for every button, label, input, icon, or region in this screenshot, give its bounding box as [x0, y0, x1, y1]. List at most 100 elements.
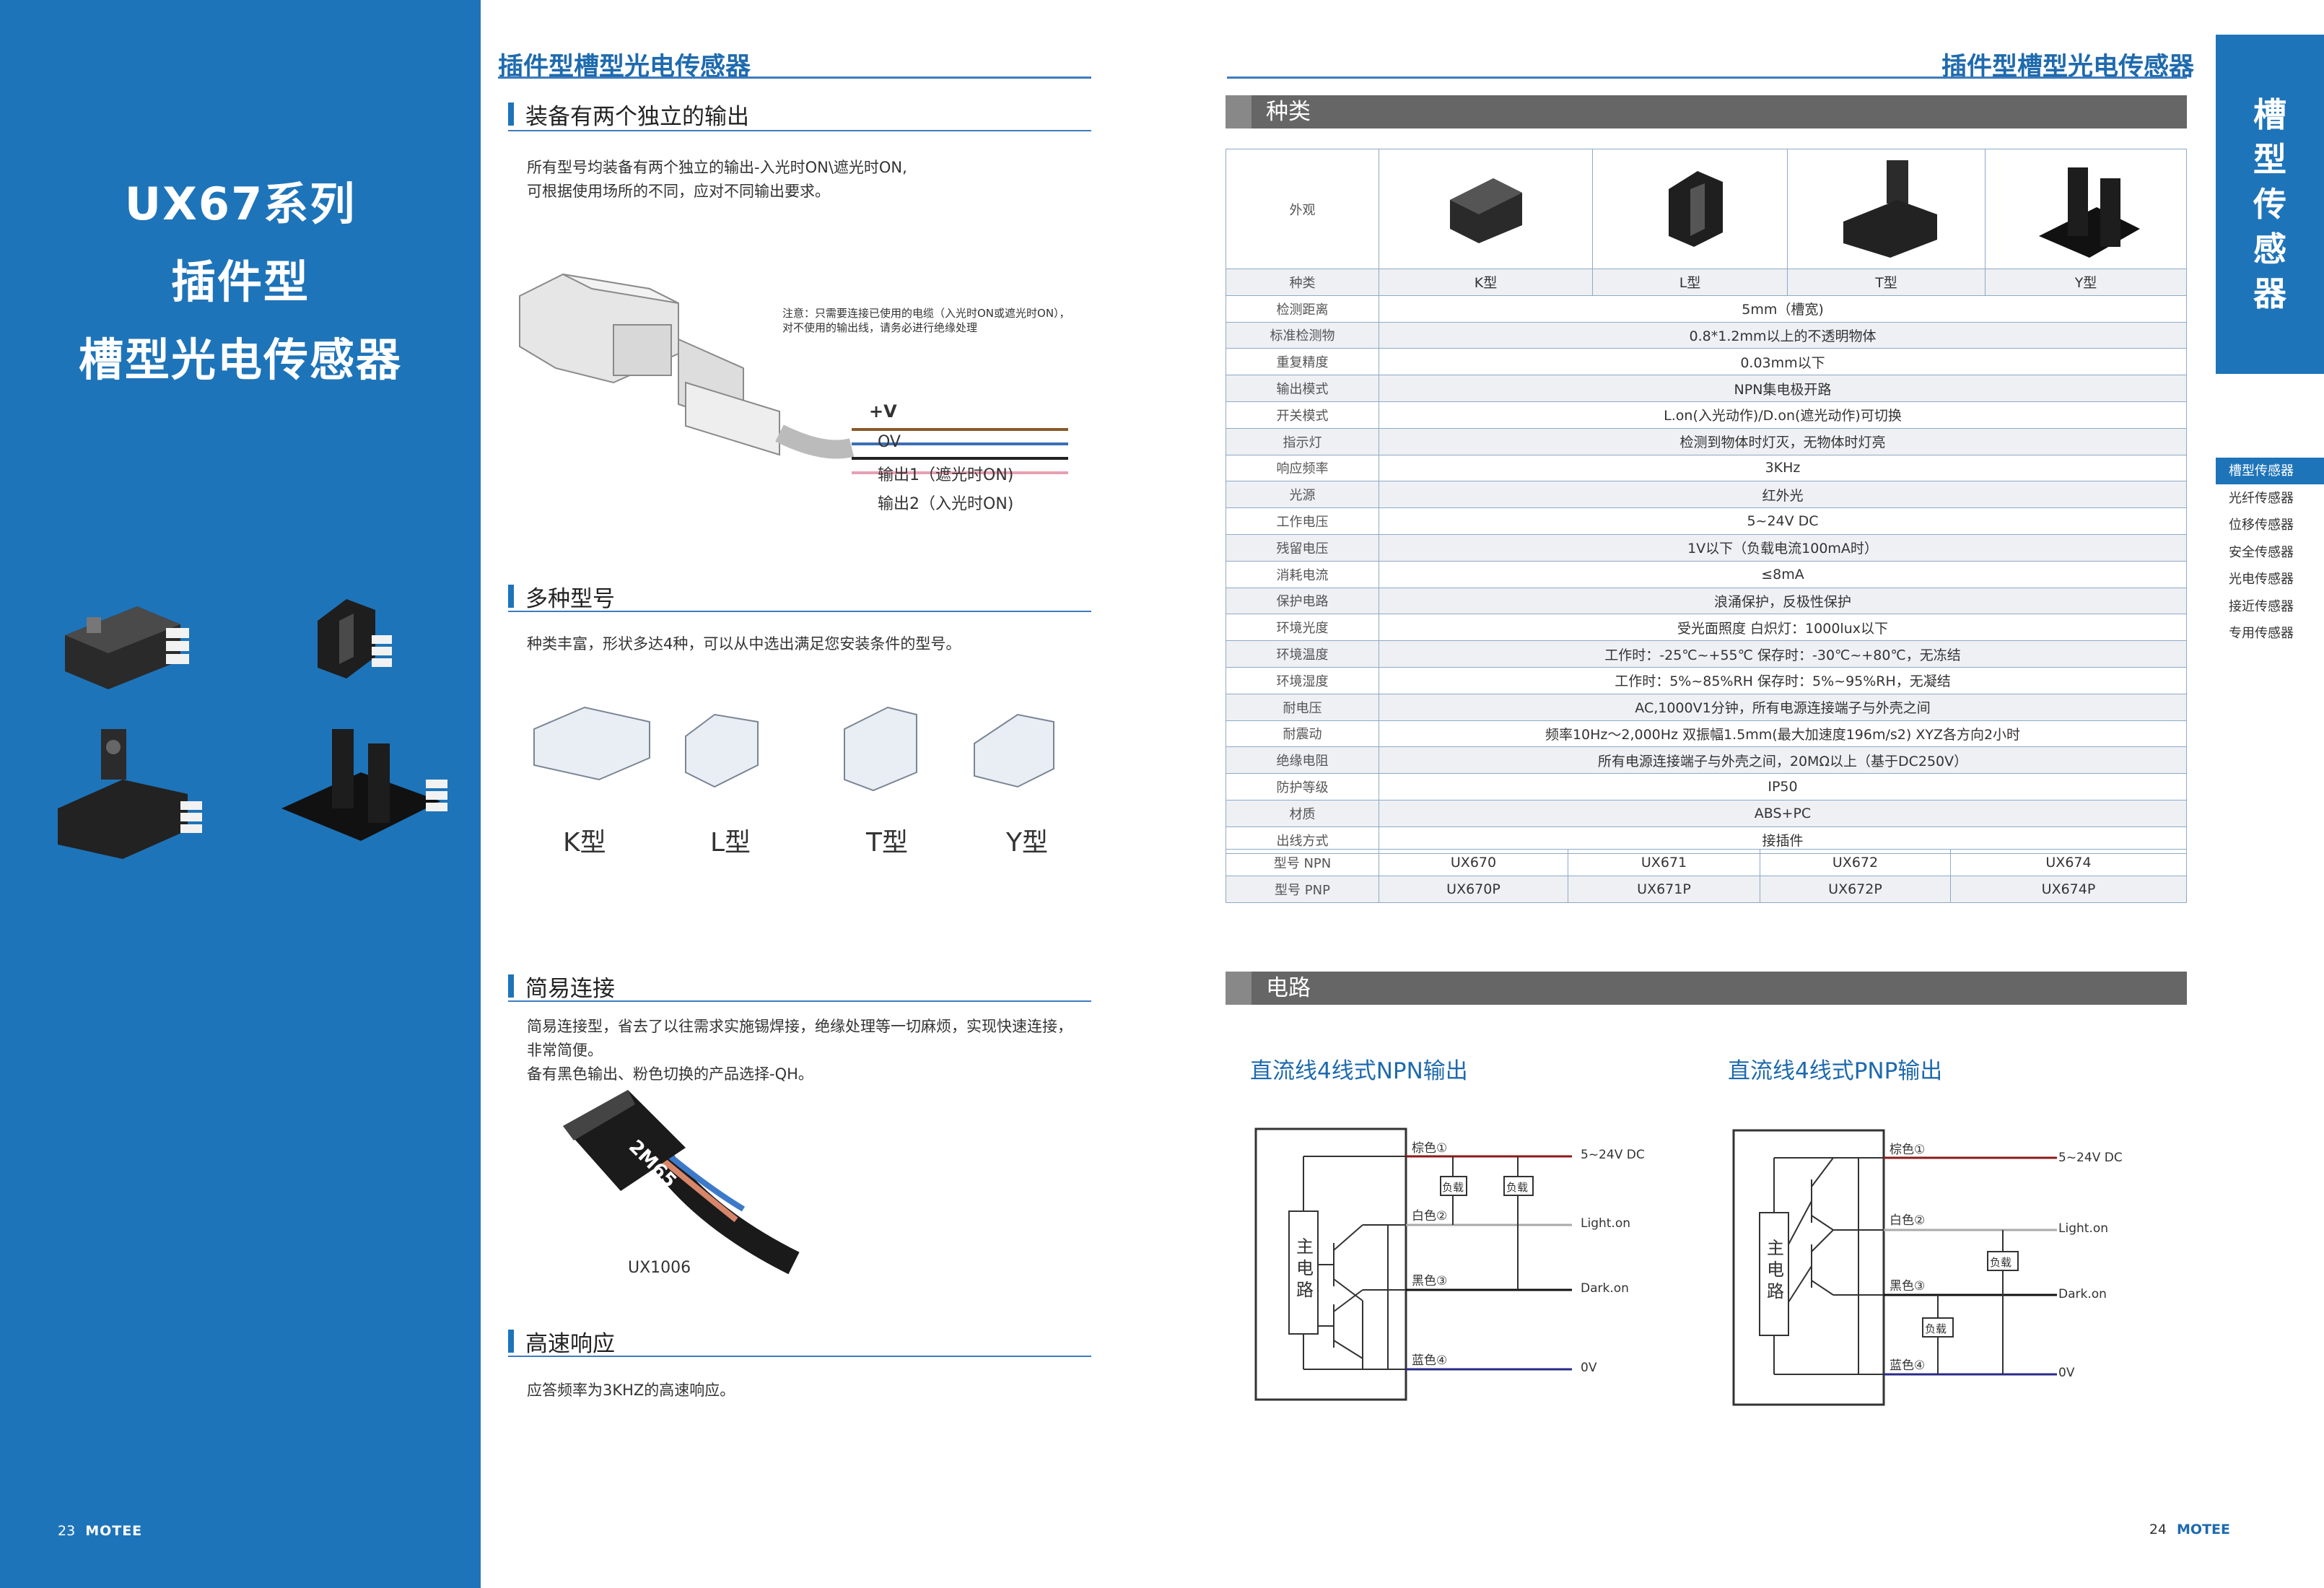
spec-row: 保护电路浪涌保护，反极性保护 [1226, 587, 2187, 615]
photo-t [1787, 149, 1986, 269]
spec-row: 绝缘电阻所有电源连接端子与外壳之间，20MΩ以上（基于DC250V） [1226, 746, 2187, 775]
diagram-note: 注意：只需要连接已使用的电缆（入光时ON或遮光时ON）， 对不使用的输出线，请务… [782, 306, 1070, 335]
brand-name: MOTEE [85, 1523, 143, 1539]
spec-value: 0.8*1.2mm以上的不透明物体 [1379, 321, 2187, 349]
npn-term-light: Light.on [1581, 1216, 1631, 1231]
page-number: 23 [58, 1523, 76, 1539]
spec-label: 残留电压 [1226, 533, 1379, 562]
spec-label: 消耗电流 [1226, 560, 1379, 588]
pnp-pin-white: 白色② [1890, 1213, 1926, 1228]
type-label-y: Y型 [1006, 828, 1048, 858]
page-number: 24 [2149, 1522, 2167, 1537]
tab-char: 型 [2253, 140, 2286, 179]
pnp-term-supply: 5~24V DC [2058, 1151, 2123, 1165]
circuit-section-bar: 电路 [1226, 972, 2187, 1005]
type-label-t: T型 [866, 828, 908, 858]
wire-label-0v: OV [878, 433, 901, 451]
spec-label: 保护电路 [1226, 587, 1379, 615]
pnp-circuit: 主电路 棕色① 白色② 黑色③ 蓝色④ 负载 负载 5~24V DC Light… [1732, 1129, 2136, 1408]
section-text-easy-connect: 简易连接型，省去了以往需求实施锡焊接，绝缘处理等一切麻烦，实现快速连接， 非常简… [527, 1015, 1073, 1086]
photo-k [1379, 149, 1593, 269]
spec-label: 光源 [1226, 481, 1379, 509]
spec-value: 频率10Hz～2,000Hz 双振幅1.5mm(最大加速度196m/s2) XY… [1379, 720, 2187, 748]
pnp-term-0v: 0V [2058, 1366, 2075, 1380]
spec-label: 环境湿度 [1226, 666, 1379, 694]
spec-value: 受光面照度 白炽灯：1000lux以下 [1379, 614, 2187, 642]
section-rule [508, 130, 1091, 131]
photo-y [1985, 149, 2187, 269]
category-tab: 槽 型 传 感 器 [2216, 35, 2324, 374]
connector-photo: 2M65 [563, 1090, 800, 1275]
section-rule [508, 611, 1091, 612]
wiring-diagram [519, 273, 1068, 474]
npn-pin-brown: 棕色① [1412, 1141, 1448, 1156]
model-cell: UX672P [1760, 875, 1951, 903]
spec-value: 5mm（槽宽) [1379, 295, 2187, 323]
spec-row: 耐震动频率10Hz～2,000Hz 双振幅1.5mm(最大加速度196m/s2)… [1226, 720, 2187, 748]
type-cell: Y型 [1985, 269, 2187, 296]
text-line: 所有型号均装备有两个独立的输出-入光时ON\遮光时ON, [527, 159, 907, 176]
spec-value: ≤8mA [1379, 560, 2187, 588]
spec-value: AC,1000V1分钟，所有电源连接端子与外壳之间 [1379, 693, 2187, 721]
side-nav-fiber-sensor[interactable]: 光纤传感器 [2229, 491, 2294, 506]
spec-label: 检测距离 [1226, 295, 1379, 323]
section-title-response: 高速响应 [508, 1325, 615, 1358]
spec-value: 3KHz [1379, 454, 2187, 482]
text-line: 简易连接型，省去了以往需求实施锡焊接，绝缘处理等一切麻烦，实现快速连接， [527, 1018, 1073, 1035]
product-y-photo [281, 729, 447, 841]
npn-term-dark: Dark.on [1581, 1281, 1629, 1296]
side-nav-photo-sensor[interactable]: 光电传感器 [2229, 572, 2294, 587]
spec-value: ABS+PC [1379, 799, 2187, 827]
spec-value: 5~24V DC [1379, 507, 2187, 535]
side-nav-displacement-sensor[interactable]: 位移传感器 [2229, 518, 2294, 533]
model-cell: UX670 [1379, 849, 1568, 876]
model-cell: UX672 [1760, 849, 1951, 876]
model-table: 型号 NPN UX670 UX671 UX672 UX674 型号 PNP UX… [1226, 849, 2187, 903]
connector-label: UX1006 [628, 1259, 691, 1277]
side-nav-proximity-sensor[interactable]: 接近传感器 [2229, 599, 2294, 614]
spec-row: 环境湿度工作时：5%~85%RH 保存时：5%~95%RH，无凝结 [1226, 666, 2187, 694]
npn-main-circuit-label: 主电路 [1296, 1236, 1314, 1300]
spec-row: 消耗电流≤8mA [1226, 560, 2187, 588]
spec-label: 响应频率 [1226, 454, 1379, 482]
spec-value: 工作时：-25℃~+55℃ 保存时：-30℃~+80℃，无冻结 [1379, 640, 2187, 668]
side-nav-safety-sensor[interactable]: 安全传感器 [2229, 545, 2294, 560]
spec-label: 外观 [1226, 149, 1379, 269]
pnp-load-2: 负载 [1925, 1322, 1947, 1335]
npn-pin-blue: 蓝色④ [1412, 1353, 1448, 1368]
spec-label: 种类 [1226, 269, 1379, 296]
npn-circuit-title: 直流线4线式NPN输出 [1250, 1058, 1468, 1084]
spec-label: 绝缘电阻 [1226, 746, 1379, 775]
type-label-l: L型 [710, 828, 751, 858]
side-nav-special-sensor[interactable]: 专用传感器 [2229, 626, 2294, 641]
npn-term-0v: 0V [1581, 1361, 1597, 1375]
spec-value: IP50 [1379, 773, 2187, 800]
text-line: 可根据使用场所的不同，应对不同输出要求。 [527, 183, 830, 200]
spec-row: 光源红外光 [1226, 481, 2187, 509]
spec-label: 耐电压 [1226, 693, 1379, 721]
npn-row: 型号 NPN UX670 UX671 UX672 UX674 [1226, 849, 2187, 876]
pnp-term-light: Light.on [2058, 1221, 2109, 1236]
spec-row: 环境温度工作时：-25℃~+55℃ 保存时：-30℃~+80℃，无冻结 [1226, 640, 2187, 668]
side-nav-slot-sensor[interactable]: 槽型传感器 [2216, 458, 2324, 484]
tab-char: 传 [2253, 185, 2286, 224]
npn-load-1: 负载 [1442, 1181, 1464, 1194]
spec-value: L.on(入光动作)/D.on(遮光动作)可切换 [1379, 401, 2187, 429]
spec-label: 环境光度 [1226, 614, 1379, 642]
spec-label: 环境温度 [1226, 640, 1379, 668]
type-cell: T型 [1787, 269, 1986, 296]
section-text-models: 种类丰富，形状多达4种，可以从中选出满足您安装条件的型号。 [527, 635, 961, 653]
product-photos [58, 599, 447, 859]
note-line: 对不使用的输出线，请务必进行绝缘处理 [782, 321, 978, 334]
section-title: 电路 [1266, 975, 1311, 1001]
appearance-row: 外观 [1226, 149, 2187, 269]
section-title: 种类 [1266, 99, 1311, 125]
spec-row: 环境光度受光面照度 白炽灯：1000lux以下 [1226, 614, 2187, 642]
